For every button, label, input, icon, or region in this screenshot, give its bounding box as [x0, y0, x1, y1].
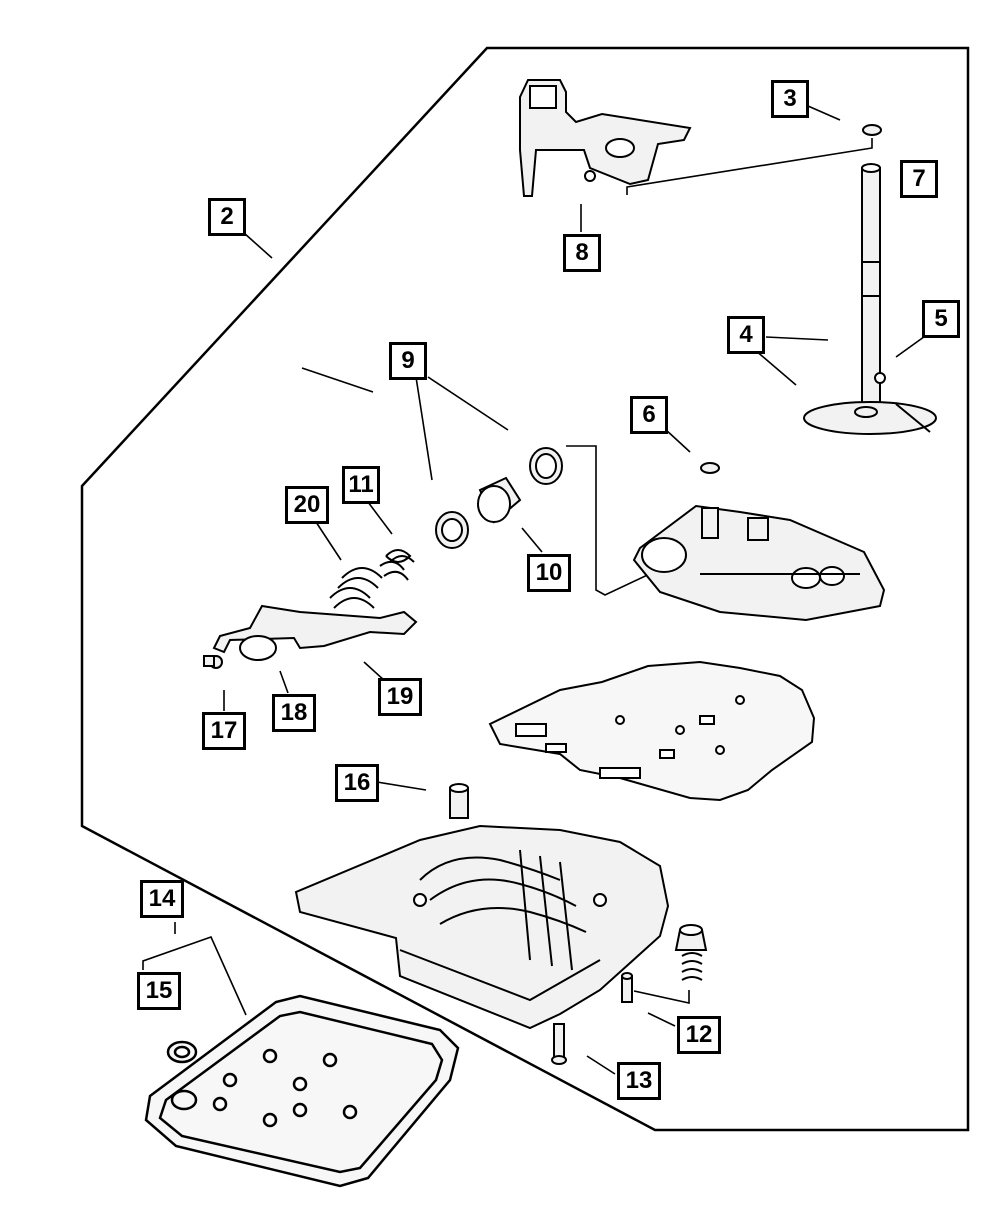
callout-5: 5 [922, 300, 960, 338]
callout-label: 14 [148, 885, 176, 912]
callout-12: 12 [677, 1016, 721, 1054]
callout-9: 9 [389, 342, 427, 380]
callout-label: 17 [210, 717, 238, 744]
filter-pan [144, 994, 460, 1188]
callout-10: 10 [527, 554, 571, 592]
callout-label: 7 [912, 165, 926, 192]
separator-plate [488, 660, 816, 802]
callout-label: 5 [934, 305, 948, 332]
callout-7: 7 [900, 160, 938, 198]
leader-lines [142, 105, 929, 1075]
callout-16: 16 [335, 764, 379, 802]
callout-label: 16 [343, 769, 371, 796]
valve-body-upper [632, 462, 886, 622]
callout-label: 15 [145, 977, 173, 1004]
valve-body-lower [294, 824, 670, 1030]
callout-4: 4 [727, 316, 765, 354]
callout-label: 13 [625, 1067, 653, 1094]
callout-label: 20 [293, 491, 321, 518]
shift-lever-assembly [519, 79, 692, 197]
callout-label: 12 [685, 1021, 713, 1048]
callout-label: 6 [642, 401, 656, 428]
callout-8: 8 [563, 234, 601, 272]
detent-lever-assembly [203, 604, 418, 669]
callout-3: 3 [771, 80, 809, 118]
callout-2: 2 [208, 198, 246, 236]
callout-13: 13 [617, 1062, 661, 1100]
callout-6: 6 [630, 396, 668, 434]
callout-label: 3 [783, 85, 797, 112]
callout-label: 10 [535, 559, 563, 586]
assembly-boundary [80, 46, 970, 1132]
callout-label: 19 [386, 683, 414, 710]
callout-label: 9 [401, 347, 415, 374]
shaft-assembly [803, 124, 937, 435]
callout-label: 4 [739, 321, 753, 348]
filter-stub [449, 783, 469, 819]
callout-20: 20 [285, 486, 329, 524]
callout-11: 11 [342, 466, 380, 504]
callout-19: 19 [378, 678, 422, 716]
seal-and-spring-parts [329, 447, 563, 609]
callout-label: 11 [348, 471, 374, 498]
callout-label: 18 [280, 699, 308, 726]
callout-14: 14 [140, 880, 184, 918]
callout-label: 8 [575, 239, 589, 266]
callout-label: 2 [220, 203, 234, 230]
bolts-and-plug [551, 924, 708, 1065]
callout-17: 17 [202, 712, 246, 750]
callout-18: 18 [272, 694, 316, 732]
callout-15: 15 [137, 972, 181, 1010]
